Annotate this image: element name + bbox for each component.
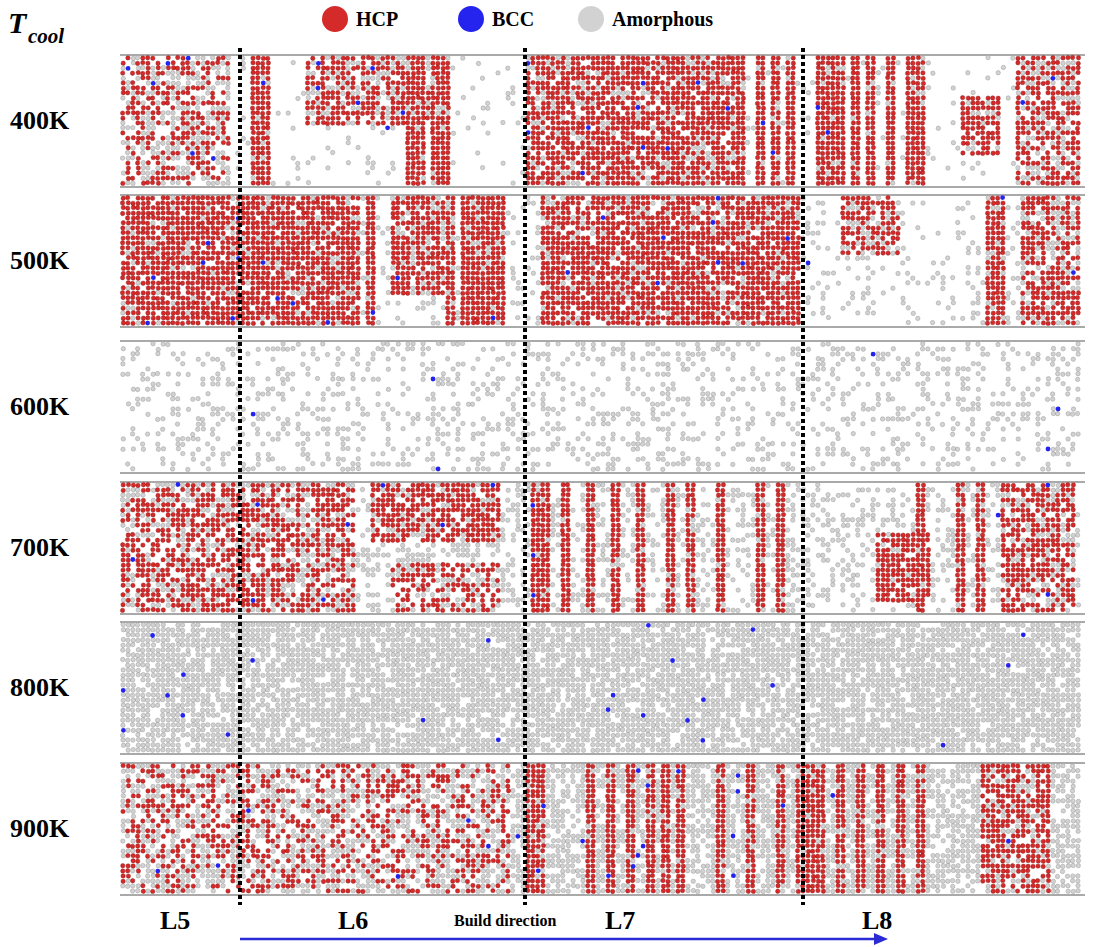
legend-text: HCP <box>356 9 398 29</box>
layer-boundary <box>801 48 805 905</box>
row-label: 500K <box>10 248 69 274</box>
hcp-atoms <box>120 482 1075 612</box>
amorphous-atoms <box>121 195 1081 325</box>
legend-swatch <box>458 6 484 32</box>
amorphous-atoms <box>120 55 1080 185</box>
panel-edge <box>120 895 1085 896</box>
panel-edge <box>120 55 1085 56</box>
layer-label: L5 <box>160 908 190 934</box>
bcc-atoms <box>130 482 1050 603</box>
hcp-atoms <box>120 55 1080 185</box>
panel-edge <box>120 763 1085 764</box>
bcc-atoms <box>251 352 1061 472</box>
legend-text: Amorphous <box>612 9 713 29</box>
legend-swatch <box>578 6 604 32</box>
amorphous-atoms <box>121 763 1081 893</box>
bcc-atoms <box>126 56 1056 176</box>
axis-caption: Build direction <box>454 913 556 929</box>
row-label: 700K <box>10 535 69 561</box>
layer-label: L7 <box>605 908 635 934</box>
bcc-atoms <box>155 768 1010 879</box>
bcc-atoms <box>145 195 1076 325</box>
hcp-atoms <box>121 763 1051 893</box>
panel-edge <box>120 614 1085 615</box>
panel-edge <box>120 622 1085 623</box>
build-arrow <box>240 938 878 941</box>
layer-label: L6 <box>338 908 368 934</box>
amorphous-atoms <box>121 341 1081 471</box>
panel-edge <box>120 754 1085 755</box>
row-label: 900K <box>10 816 69 842</box>
row-label: 600K <box>10 394 69 420</box>
hcp-atoms <box>120 195 1080 325</box>
panel-edge <box>120 473 1085 474</box>
build-arrow-head <box>874 933 888 945</box>
layer-boundary <box>238 48 242 905</box>
row-label: 800K <box>10 675 69 701</box>
panel-edge <box>120 341 1085 342</box>
axis-symbol: T <box>8 8 26 38</box>
layer-boundary <box>523 48 527 905</box>
legend-swatch <box>322 6 348 32</box>
legend-text: BCC <box>492 9 534 29</box>
panel-edge <box>120 187 1085 188</box>
axis-subscript: cool <box>28 26 64 47</box>
bcc-atoms <box>121 623 1026 748</box>
amorphous-atoms <box>120 482 1080 612</box>
amorphous-atoms <box>120 622 1080 752</box>
panel-edge <box>120 327 1085 328</box>
layer-label: L8 <box>862 908 892 934</box>
panel-edge <box>120 195 1085 196</box>
row-label: 400K <box>10 108 69 134</box>
panel-edge <box>120 482 1085 483</box>
